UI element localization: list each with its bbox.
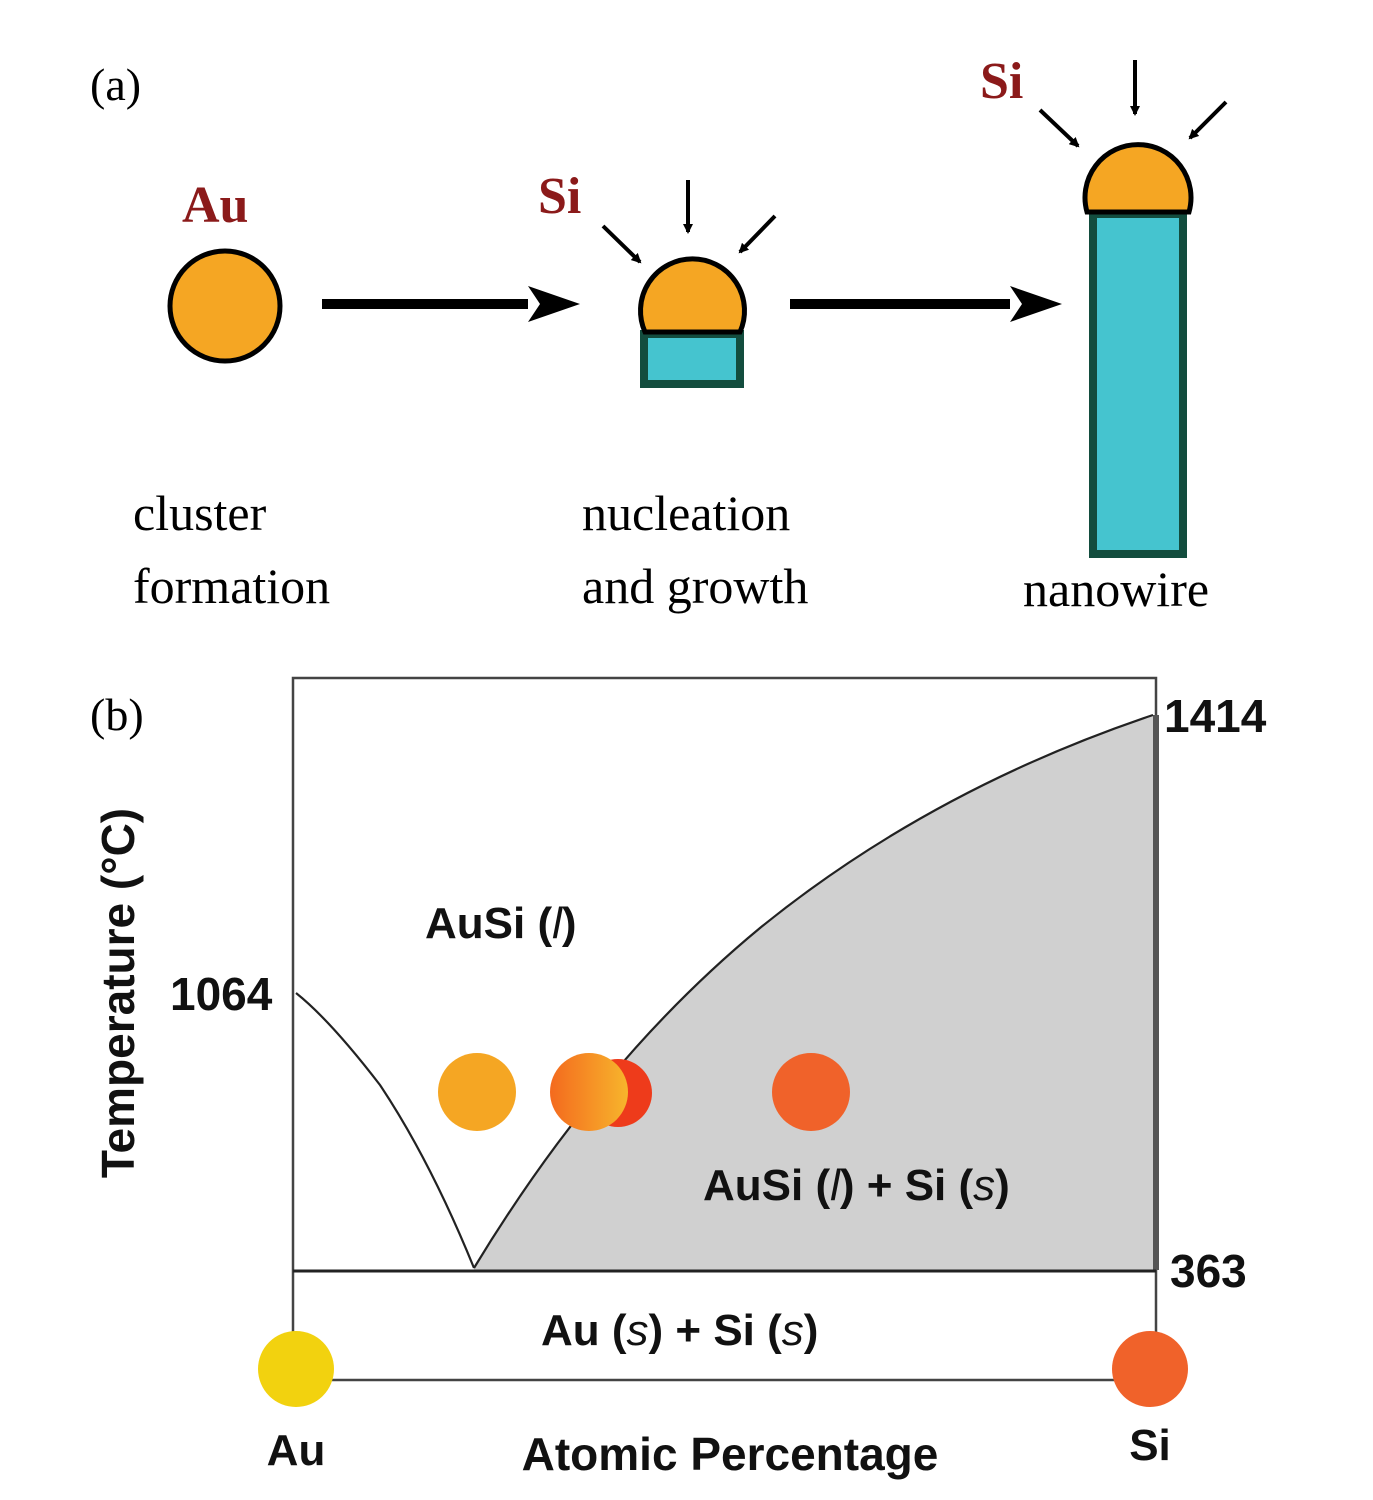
si-flux-arrows-wire bbox=[1038, 60, 1228, 148]
si-label-growth: Si bbox=[538, 168, 581, 225]
panel-a-label: (a) bbox=[90, 59, 141, 110]
temp-au-melting: 1064 bbox=[170, 968, 273, 1020]
region-liquid-label: AuSi (l) bbox=[425, 899, 577, 948]
liquid-droplet-dot bbox=[438, 1053, 516, 1131]
temp-eutectic: 363 bbox=[1170, 1245, 1247, 1297]
nanowire-tip-droplet bbox=[1082, 142, 1194, 215]
au-end-dot bbox=[258, 1331, 334, 1407]
temp-si-melting: 1414 bbox=[1164, 690, 1267, 742]
step2-caption-line2: and growth bbox=[582, 558, 808, 614]
region-two-phase-label: AuSi (l) + Si (s) bbox=[703, 1161, 1010, 1210]
process-arrow-2 bbox=[790, 286, 1062, 322]
supersaturated-dot bbox=[550, 1053, 628, 1131]
panel-b-label: (b) bbox=[90, 689, 144, 740]
si-flux-arrows-growth bbox=[601, 180, 777, 264]
x-end-si-label: Si bbox=[1129, 1421, 1171, 1470]
nanowire-stub bbox=[640, 330, 744, 388]
au-side-liquidus bbox=[295, 992, 476, 1269]
step2-caption-line1: nucleation bbox=[582, 485, 790, 541]
process-arrow-1 bbox=[322, 286, 580, 322]
region-solid-label: Au (s) + Si (s) bbox=[541, 1306, 818, 1355]
growth-droplet bbox=[638, 256, 747, 335]
step1-caption-line1: cluster bbox=[133, 485, 267, 541]
nanowire-body bbox=[1089, 210, 1187, 558]
x-axis-label: Atomic Percentage bbox=[522, 1428, 939, 1480]
x-end-au-label: Au bbox=[267, 1426, 326, 1475]
two-phase-region bbox=[474, 715, 1156, 1270]
au-droplet bbox=[167, 248, 283, 364]
si-end-dot bbox=[1112, 1331, 1188, 1407]
step3-caption: nanowire bbox=[1023, 561, 1209, 617]
si-side-liquidus bbox=[473, 713, 1154, 1269]
si-label-wire: Si bbox=[980, 53, 1023, 110]
step1-caption-line2: formation bbox=[133, 558, 330, 614]
y-axis-label: Temperature (°C) bbox=[92, 808, 144, 1178]
precipitation-dot bbox=[772, 1053, 850, 1131]
au-label: Au bbox=[182, 177, 248, 234]
